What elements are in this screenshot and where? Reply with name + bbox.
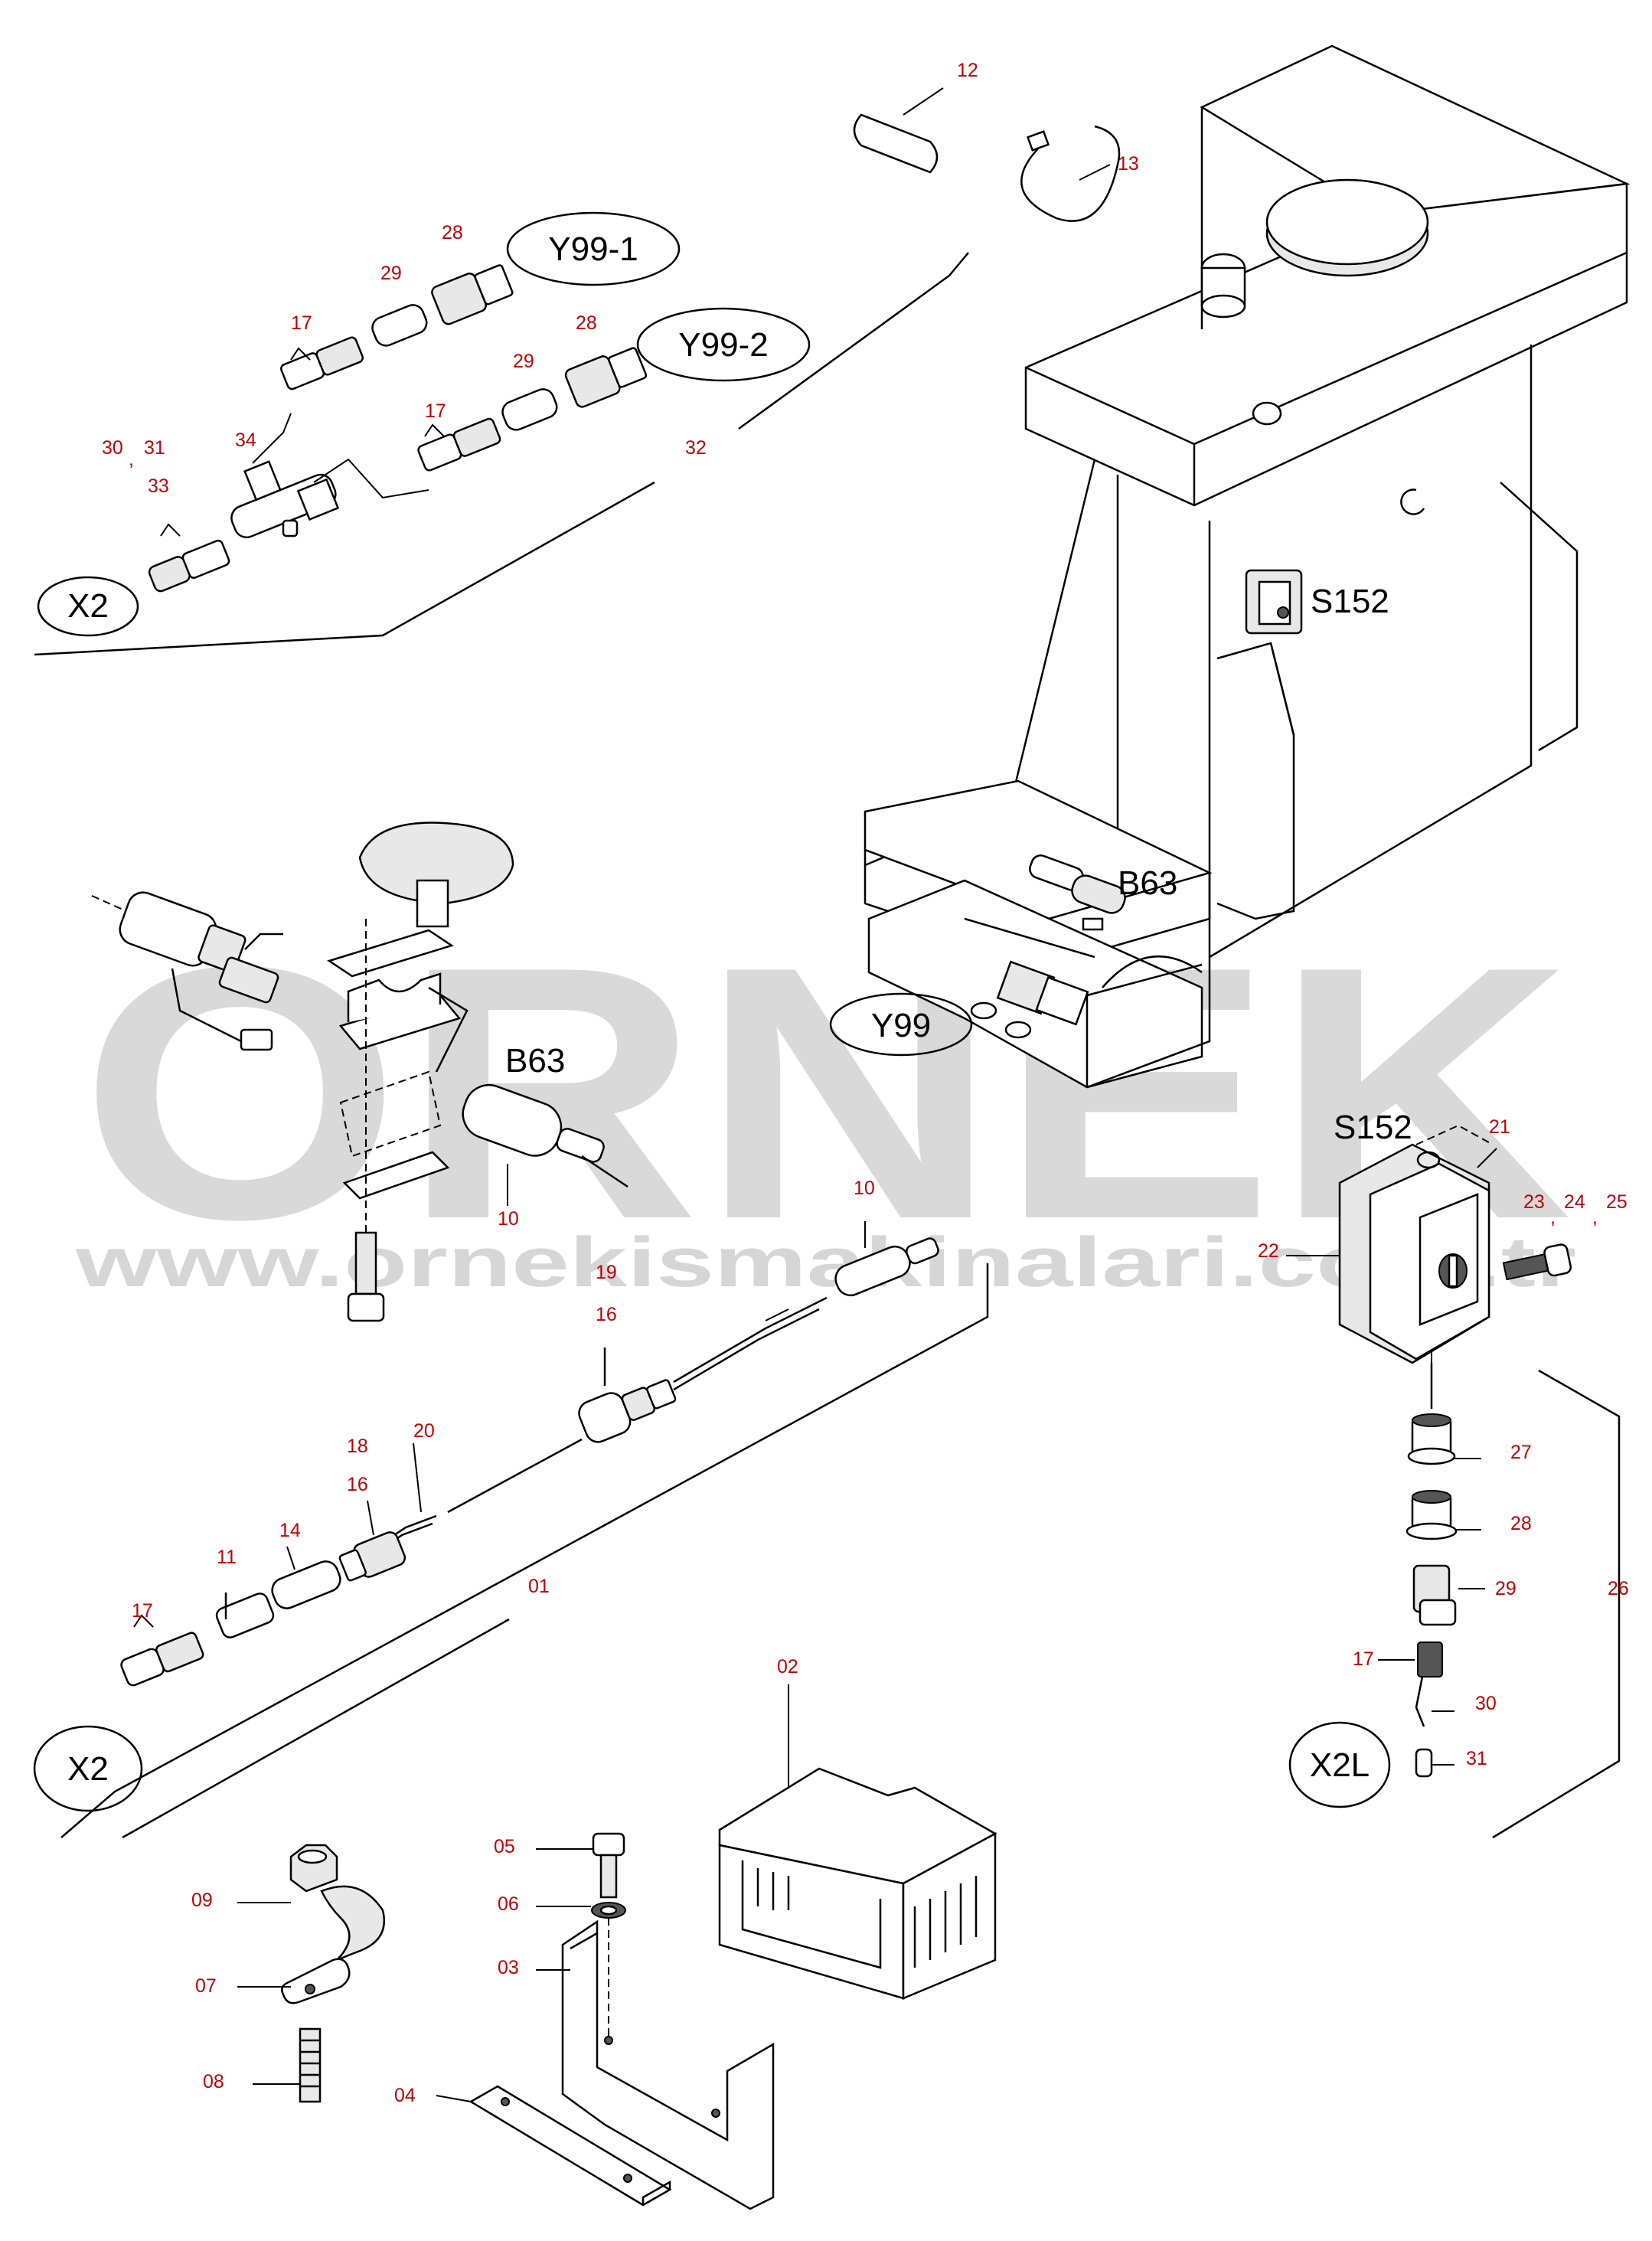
- ref-b63-machine: B63: [1118, 864, 1177, 902]
- part-num-28b: 28: [576, 312, 597, 334]
- part-num-01: 01: [528, 1576, 550, 1597]
- part-num-33: 33: [148, 475, 169, 497]
- bottom-mounting-parts: 02 05 06 03 04 09 07: [191, 1656, 997, 2210]
- ref-x2-bottom: X2: [67, 1750, 109, 1788]
- part-num-17c: 17: [132, 1600, 153, 1622]
- part-num-05: 05: [494, 1836, 515, 1857]
- part-num-16b: 16: [347, 1474, 368, 1495]
- part-num-23: 23: [1523, 1191, 1545, 1213]
- part-num-09: 09: [191, 1890, 213, 1911]
- watermark-url: www.ornekismakinalari.com.tr: [75, 1223, 1576, 1302]
- part-num-27: 27: [1510, 1442, 1532, 1463]
- part-num-17b: 17: [425, 400, 446, 422]
- part-num-29c: 29: [1495, 1578, 1517, 1599]
- part-num-32: 32: [685, 437, 707, 459]
- ref-y99-1: Y99-1: [548, 230, 638, 268]
- part-num-08: 08: [203, 2071, 224, 2092]
- part-num-11: 11: [217, 1547, 237, 1568]
- machine-body: S152 B63 Y99: [829, 44, 1631, 1089]
- sensor-b63-detail: B63 10: [91, 822, 628, 1322]
- part-num-29b: 29: [513, 351, 534, 372]
- part-num-comma2: ,: [1550, 1207, 1556, 1228]
- part-num-34: 34: [235, 430, 256, 451]
- ref-y99: Y99: [871, 1007, 931, 1044]
- part-num-14: 14: [279, 1520, 301, 1541]
- part-num-30b: 30: [1475, 1693, 1497, 1714]
- part-num-02: 02: [777, 1656, 798, 1677]
- ref-s152-detail: S152: [1334, 1109, 1412, 1146]
- watermark-brand: ORNEK: [80, 892, 1572, 1294]
- ref-x2l: X2L: [1310, 1746, 1370, 1784]
- switch-s152-detail: S152: [1258, 1109, 1629, 1839]
- part-num-16a: 16: [596, 1304, 617, 1325]
- part-num-12: 12: [957, 60, 978, 81]
- part-num-24: 24: [1564, 1191, 1585, 1213]
- part-num-13: 13: [1118, 153, 1139, 175]
- part-num-28a: 28: [442, 222, 463, 243]
- part-num-06: 06: [498, 1893, 519, 1915]
- part-num-04: 04: [394, 2085, 416, 2106]
- part-num-28c: 28: [1510, 1513, 1532, 1534]
- ref-x2-top: X2: [67, 587, 109, 625]
- part-num-17a: 17: [291, 312, 312, 334]
- part-num-26: 26: [1608, 1578, 1629, 1599]
- part-num-comma3: ,: [1592, 1207, 1598, 1228]
- part-num-10b: 10: [854, 1178, 875, 1199]
- top-connector-assembly: 12 13 Y99-1 Y99-2 X2: [34, 60, 1139, 656]
- part-num-20: 20: [413, 1420, 435, 1442]
- part-num-31b: 31: [1466, 1748, 1487, 1769]
- part-num-19: 19: [596, 1262, 617, 1283]
- watermark: ORNEK www.ornekismakinalari.com.tr: [75, 892, 1576, 1302]
- part-num-03: 03: [498, 1957, 519, 1978]
- ref-s152-machine: S152: [1311, 583, 1389, 620]
- part-num-31: 31: [144, 437, 165, 459]
- part-num-25: 25: [1606, 1191, 1628, 1213]
- part-num-29a: 29: [380, 263, 402, 284]
- part-num-10a: 10: [498, 1208, 519, 1230]
- part-num-21: 21: [1489, 1116, 1510, 1138]
- part-num-17d: 17: [1353, 1648, 1374, 1670]
- ref-b63-detail: B63: [505, 1042, 565, 1080]
- part-num-18: 18: [347, 1436, 368, 1457]
- ref-y99-2: Y99-2: [678, 326, 768, 364]
- part-num-comma1: ,: [129, 449, 134, 470]
- part-num-07: 07: [195, 1975, 217, 1997]
- part-num-30: 30: [102, 437, 123, 459]
- part-num-22: 22: [1258, 1240, 1279, 1262]
- cable-assembly: 10 19 16: [33, 1178, 989, 1839]
